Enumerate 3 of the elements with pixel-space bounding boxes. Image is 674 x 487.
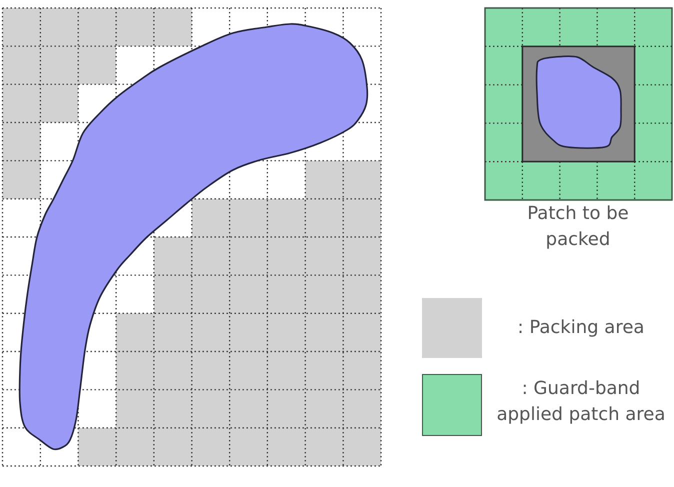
legend-label: : Packing area bbox=[516, 316, 646, 340]
patch-caption: Patch to be packed bbox=[526, 202, 630, 252]
legend-label: : Guard-band applied patch area bbox=[496, 377, 666, 427]
